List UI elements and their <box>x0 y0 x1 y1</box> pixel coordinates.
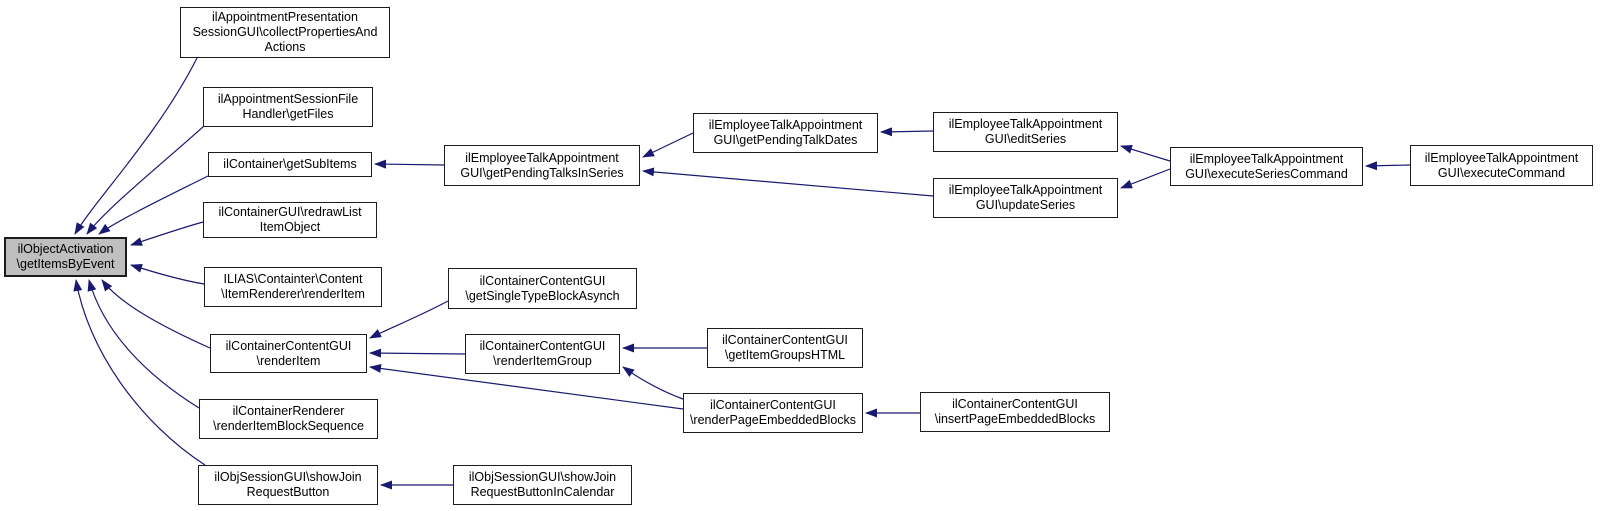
graph-node-get-sub-items[interactable]: ilContainer\getSubItems <box>208 152 372 177</box>
call-edge-update-series-to-get-pending-talks-in-series <box>642 167 934 197</box>
call-edge-render-item-to-get-items-by-event <box>101 279 211 349</box>
call-edge-edit-series-to-get-pending-talk-dates <box>880 127 934 137</box>
graph-node-get-pending-talk-dates[interactable]: ilEmployeeTalkAppointment GUI\getPending… <box>693 113 878 153</box>
graph-node-ilias-item-renderer-render-item[interactable]: ILIAS\Containter\Content \ItemRenderer\r… <box>204 267 382 307</box>
call-edge-ilias-item-renderer-render-item-to-get-items-by-event <box>130 264 205 285</box>
call-edge-get-pending-talk-dates-to-get-pending-talks-in-series <box>642 132 694 158</box>
graph-node-get-files[interactable]: ilAppointmentSessionFile Handler\getFile… <box>203 87 373 127</box>
call-edge-render-page-embedded-blocks-to-render-item <box>369 364 684 410</box>
graph-node-render-item-block-sequence[interactable]: ilContainerRenderer \renderItemBlockSequ… <box>199 399 378 439</box>
graph-node-execute-series-command[interactable]: ilEmployeeTalkAppointment GUI\executeSer… <box>1170 147 1363 186</box>
call-edge-get-single-type-block-asynch-to-render-item <box>369 300 449 339</box>
call-edge-get-sub-items-to-get-items-by-event <box>98 175 209 235</box>
graph-node-collect-properties-and-actions[interactable]: ilAppointmentPresentation SessionGUI\col… <box>180 7 390 58</box>
call-edge-render-item-group-to-render-item <box>369 348 466 358</box>
graph-node-edit-series[interactable]: ilEmployeeTalkAppointment GUI\editSeries <box>933 112 1118 152</box>
call-edge-collect-properties-and-actions-to-get-items-by-event <box>74 57 198 235</box>
graph-node-show-join-request-button[interactable]: ilObjSessionGUI\showJoin RequestButton <box>198 465 378 505</box>
call-edge-render-item-block-sequence-to-get-items-by-event <box>87 279 200 409</box>
graph-node-get-items-by-event: ilObjectActivation \getItemsByEvent <box>4 237 127 277</box>
graph-node-execute-command[interactable]: ilEmployeeTalkAppointment GUI\executeCom… <box>1410 145 1593 186</box>
graph-node-render-page-embedded-blocks[interactable]: ilContainerContentGUI \renderPageEmbedde… <box>683 393 863 433</box>
graph-node-show-join-request-button-in-calendar[interactable]: ilObjSessionGUI\showJoin RequestButtonIn… <box>453 465 632 505</box>
graph-node-redraw-list-item-object[interactable]: ilContainerGUI\redrawList ItemObject <box>203 202 377 238</box>
call-edge-render-page-embedded-blocks-to-render-item-group <box>622 366 684 400</box>
call-edge-get-files-to-get-items-by-event <box>86 125 205 235</box>
graph-node-update-series[interactable]: ilEmployeeTalkAppointment GUI\updateSeri… <box>933 178 1118 218</box>
graph-node-get-item-groups-html[interactable]: ilContainerContentGUI \getItemGroupsHTML <box>707 328 863 368</box>
graph-node-render-item[interactable]: ilContainerContentGUI \renderItem <box>210 334 367 373</box>
graph-node-insert-page-embedded-blocks[interactable]: ilContainerContentGUI \insertPageEmbedde… <box>920 392 1110 432</box>
graph-node-get-pending-talks-in-series[interactable]: ilEmployeeTalkAppointment GUI\getPending… <box>444 145 640 186</box>
call-edge-execute-series-command-to-update-series <box>1120 168 1171 189</box>
call-edge-execute-command-to-execute-series-command <box>1365 161 1411 171</box>
graph-node-get-single-type-block-asynch[interactable]: ilContainerContentGUI \getSingleTypeBloc… <box>448 268 637 309</box>
call-edge-execute-series-command-to-edit-series <box>1120 144 1171 162</box>
call-edge-get-pending-talks-in-series-to-get-sub-items <box>374 159 445 169</box>
call-edge-show-join-request-button-to-get-items-by-event <box>73 279 206 466</box>
graph-node-render-item-group[interactable]: ilContainerContentGUI \renderItemGroup <box>465 334 620 374</box>
call-edge-redraw-list-item-object-to-get-items-by-event <box>130 221 204 246</box>
